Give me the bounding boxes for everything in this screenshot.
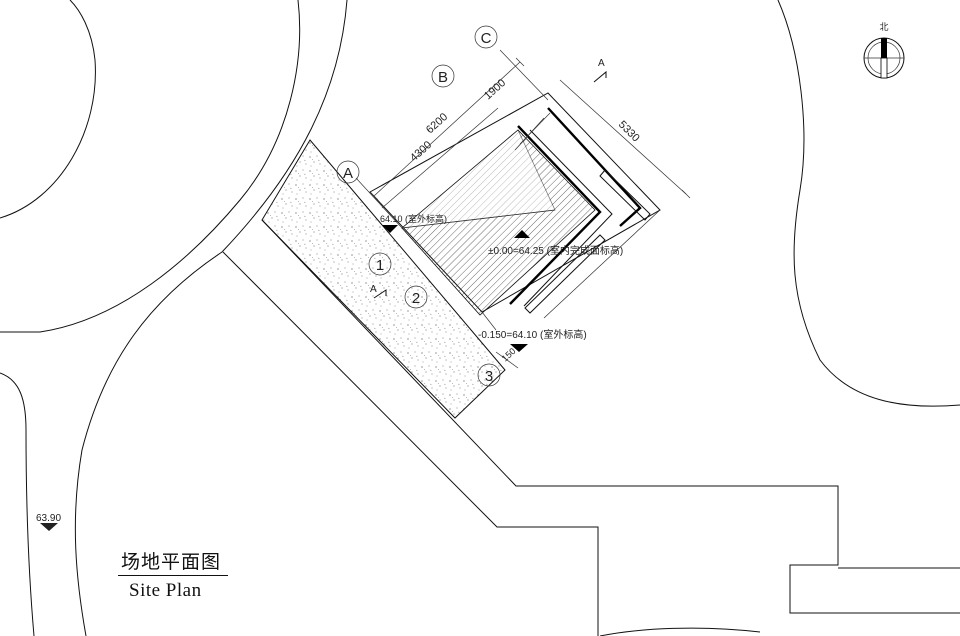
wall-inner (523, 129, 613, 307)
building-plan (369, 92, 661, 331)
grid-label-3: 3 (485, 368, 493, 385)
section-label-bottom: A (370, 284, 377, 295)
dimension-tick-1 (369, 191, 379, 201)
site-path (222, 219, 960, 636)
grid-bubble-3 (477, 363, 501, 387)
dimension-5330: 5330 (616, 119, 642, 145)
section-label-top: A (598, 58, 605, 69)
grid-label-2: 2 (412, 290, 420, 307)
dimension-150: 150 (500, 346, 518, 363)
level-marker-bottom-icon (510, 344, 528, 352)
grid-bubble-a (336, 160, 360, 184)
deck-diagonal (401, 209, 556, 229)
dimension-4300: 4300 (408, 139, 434, 164)
dimension-line-5330 (559, 79, 687, 195)
grid-line-a (355, 177, 403, 229)
glazing-line-2 (519, 112, 551, 145)
dimension-6200: 6200 (424, 111, 450, 136)
section-arrow-top-icon (593, 70, 607, 83)
north-arrow-needle (881, 38, 887, 58)
grid-label-b: B (438, 69, 448, 86)
grid-label-c: C (481, 30, 492, 47)
title-chinese: 场地平面图 (121, 551, 222, 573)
grid-bubble-1 (368, 252, 392, 276)
grid-label-1: 1 (376, 257, 384, 274)
edge-line (481, 311, 497, 331)
dimension-tick-3 (681, 189, 691, 199)
north-arrow-label: 北 (879, 22, 888, 32)
bench-bottom (524, 234, 606, 314)
section-marks: A A (370, 58, 607, 299)
dimension-line-4300 (381, 107, 499, 209)
north-arrow-icon: 北 (863, 22, 905, 79)
wall-back (547, 107, 642, 227)
level-marker-top-icon (382, 225, 398, 233)
level-outdoor-bottom: -0.150=64.10 (室外标高) (478, 328, 587, 341)
dimension-1900: 1900 (482, 77, 508, 102)
bench-top (599, 169, 651, 221)
level-marker-ground-icon (40, 523, 58, 531)
road-left-outer (0, 0, 301, 333)
level-floor: ±0.00=64.25 (室内完成面标高) (488, 244, 623, 257)
level-ground: 63.90 (36, 513, 61, 524)
wall-front (509, 125, 602, 305)
gravel-forecourt (261, 139, 506, 419)
right-arc (777, 0, 960, 407)
grid-bubble-c (474, 25, 498, 49)
road-lower-curve (0, 372, 35, 636)
grid-line-c (499, 49, 549, 101)
north-arrow-tail (880, 57, 888, 79)
grid-bubble-2 (404, 285, 428, 309)
grid-bubble-b (431, 64, 455, 88)
road-left-inner (74, 0, 348, 636)
path-inner-edge (261, 219, 960, 614)
dimension-line-6200 (373, 61, 521, 197)
edge-line-2 (543, 209, 661, 319)
dimension-line-150 (495, 351, 519, 369)
level-outdoor-top: 64.10 (室外标高) (380, 213, 447, 224)
title-english: Site Plan (129, 580, 202, 601)
level-markers: 64.10 (室外标高) ±0.00=64.25 (室内完成面标高) -0.15… (36, 213, 623, 531)
title-underline (118, 575, 228, 576)
grid-and-dimensions (355, 49, 691, 369)
section-arrow-bottom-icon (373, 289, 387, 299)
bottom-arc (599, 627, 761, 636)
level-marker-floor-icon (514, 230, 530, 238)
top-left-arc (0, 0, 96, 219)
dimension-tick-2 (515, 57, 525, 67)
path-outer-edge (222, 251, 599, 636)
grid-label-a: A (343, 165, 353, 182)
grid-bubbles: A B C 1 2 3 (336, 25, 501, 387)
